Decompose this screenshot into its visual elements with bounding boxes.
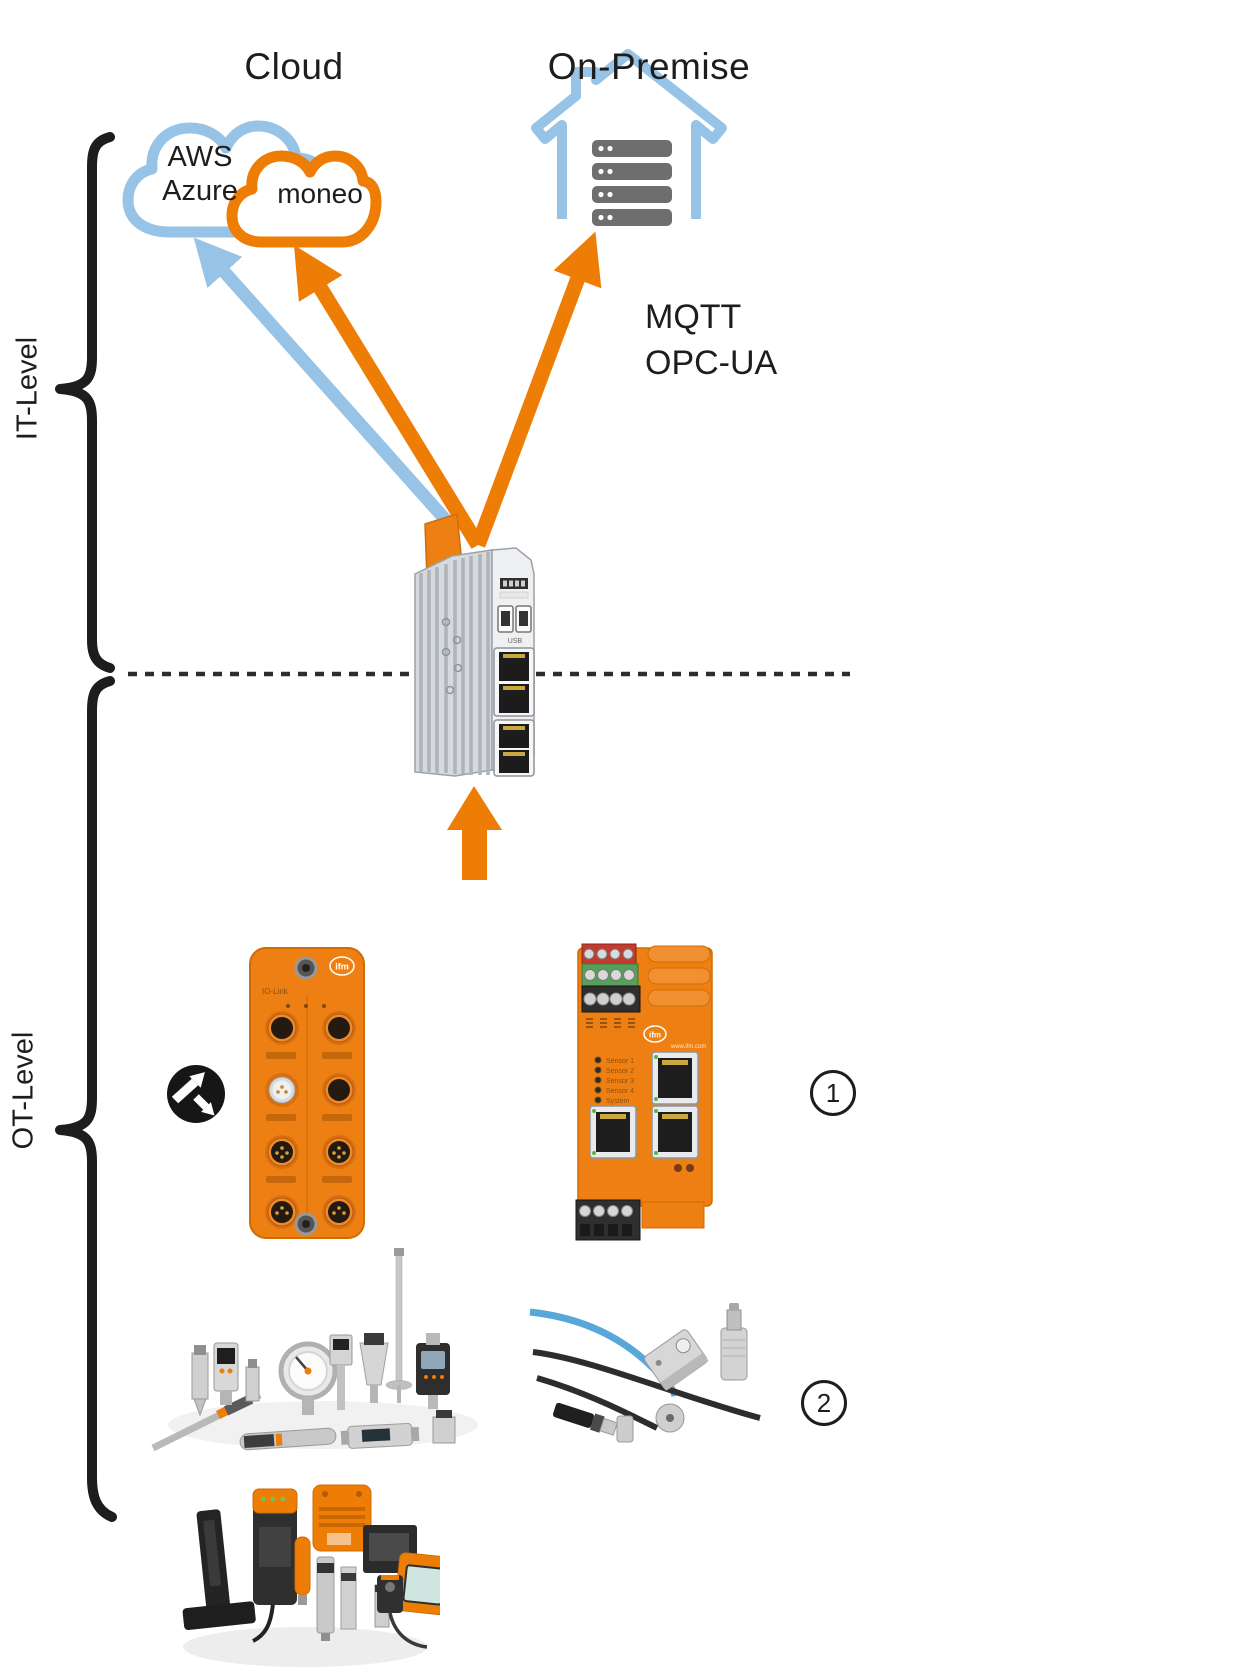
bottom-terminal-block (575, 1199, 705, 1241)
terminal-id-marks (586, 1018, 635, 1028)
azure-label: Azure (162, 175, 238, 207)
io-link-port-label: IO-Link (262, 987, 289, 996)
protocols-label: MQTT OPC-UA (645, 294, 777, 386)
m12-connectors (265, 1011, 356, 1229)
server-rack-icon (592, 140, 672, 226)
svg-text:Sensor 4: Sensor 4 (606, 1088, 634, 1095)
field-io-link-master-device: ifm IO-Link (249, 947, 365, 1239)
arrow-sensors-to-gateway (447, 786, 502, 880)
it-level-label: IT-Level (11, 336, 44, 441)
edge-gateway-device: USB (414, 513, 535, 777)
process-sensors-photo (151, 1248, 478, 1452)
moneo-label: moneo (277, 178, 363, 209)
ifm-logo: ifm (329, 956, 355, 976)
vibration-sensors-photo (529, 1303, 761, 1443)
moneo-cloud-icon (226, 150, 382, 248)
svg-text:Sensor 1: Sensor 1 (606, 1058, 634, 1065)
position-sensors-photo (182, 1484, 440, 1667)
gateway-vent-holes (441, 617, 463, 695)
cabinet-io-link-master-device: ifm www.ifm.com Sensor 1 Sensor 2 Sensor… (575, 943, 713, 1241)
io-link-logo (167, 1065, 225, 1123)
callout-1: 1 (810, 1070, 856, 1116)
on-premise-heading: On-Premise (547, 46, 751, 87)
opc-ua-label: OPC-UA (645, 344, 778, 382)
aws-azure-label: AWS Azure (145, 140, 255, 208)
ethernet-ports (589, 1051, 699, 1159)
svg-text:ifm: ifm (335, 962, 349, 972)
it-level-brace (55, 132, 115, 673)
cloud-heading: Cloud (244, 46, 344, 87)
on-premise-house-icon (531, 49, 727, 226)
terminal-blocks (581, 943, 641, 1013)
ot-level-label: OT-Level (7, 1031, 40, 1150)
svg-text:Sensor 3: Sensor 3 (606, 1078, 634, 1085)
usb-label: USB (508, 638, 523, 645)
status-leds: Sensor 1 Sensor 2 Sensor 3 Sensor 4 Syst… (594, 1056, 634, 1105)
ifm-logo: ifm (643, 1025, 667, 1043)
gateway-usb-ports: USB (497, 605, 532, 645)
gateway-ethernet-ports (493, 647, 535, 777)
aws-label: AWS (167, 141, 233, 173)
arrow-gateway-to-aws-azure (193, 237, 457, 532)
arrow-gateway-to-moneo (294, 244, 485, 549)
svg-text:System: System (606, 1098, 630, 1105)
svg-text:ifm: ifm (649, 1031, 661, 1040)
arrow-gateway-to-on-premise (470, 231, 602, 548)
svg-text:Sensor 2: Sensor 2 (606, 1068, 634, 1075)
mqtt-label: MQTT (645, 298, 742, 336)
port-label-strips (266, 1052, 352, 1183)
ot-level-brace (55, 676, 117, 1522)
gateway-heatsink-fins (419, 552, 490, 775)
ifm-website-label: www.ifm.com (670, 1044, 706, 1050)
callout-2: 2 (801, 1380, 847, 1426)
